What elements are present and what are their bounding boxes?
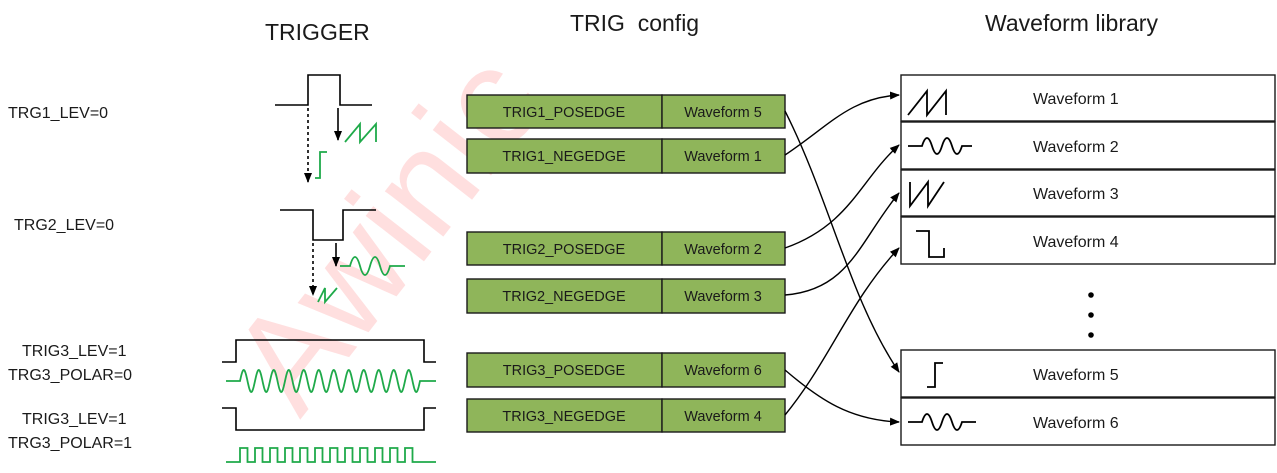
library-ellipsis xyxy=(1088,292,1094,338)
library-item-label: Waveform 6 xyxy=(1033,415,1119,432)
library-item-waveform-4: Waveform 4 xyxy=(900,216,1276,265)
connector-trig2-posedge-to-waveform-2 xyxy=(784,144,900,249)
header-trigger: TRIGGER xyxy=(265,19,370,45)
step-up-icon xyxy=(927,362,943,388)
config-waveform: Waveform 1 xyxy=(684,149,762,165)
header-waveform-library: Waveform library xyxy=(985,10,1158,36)
trig3b-level-label: TRIG3_LEV=1 xyxy=(22,411,127,428)
trig3b-level-signal xyxy=(222,407,436,463)
config-waveform: Waveform 4 xyxy=(684,409,762,425)
config-waveform: Waveform 6 xyxy=(684,363,762,379)
connector-trig1-negedge-to-waveform-1 xyxy=(784,91,900,156)
library-item-label: Waveform 3 xyxy=(1033,186,1119,203)
library-item-label: Waveform 1 xyxy=(1033,91,1119,108)
connector-trig2-negedge-to-waveform-3 xyxy=(784,192,900,296)
trig2-negedge-row: TRIG2_NEGEDGE Waveform 3 xyxy=(466,278,786,314)
trig3-posedge-row: TRIG3_POSEDGE Waveform 6 xyxy=(466,352,786,388)
config-trigger-name: TRIG2_NEGEDGE xyxy=(502,289,626,305)
trig2-posedge-row: TRIG2_POSEDGE Waveform 2 xyxy=(466,231,786,266)
trig3a-level-signal xyxy=(222,339,436,394)
trig1-negedge-row: TRIG1_NEGEDGE Waveform 1 xyxy=(466,138,786,174)
trg2-level-label: TRG2_LEV=0 xyxy=(14,217,114,234)
library-item-label: Waveform 5 xyxy=(1033,367,1119,384)
library-item-waveform-6: Waveform 6 xyxy=(900,397,1276,446)
sawtooth-up-icon xyxy=(907,88,947,118)
config-trigger-name: TRIG1_POSEDGE xyxy=(503,105,626,121)
trig3b-polar-label: TRG3_POLAR=1 xyxy=(8,435,132,452)
library-item-waveform-5: Waveform 5 xyxy=(900,349,1276,398)
trig2-pulse-signal xyxy=(280,209,405,305)
square-pulse-icon xyxy=(916,230,945,258)
trig3a-level-label: TRIG3_LEV=1 xyxy=(22,343,127,360)
library-item-waveform-1: Waveform 1 xyxy=(900,74,1276,122)
library-item-label: Waveform 2 xyxy=(1033,139,1119,156)
config-trigger-name: TRIG3_NEGEDGE xyxy=(502,409,626,425)
trig1-posedge-row: TRIG1_POSEDGE Waveform 5 xyxy=(466,94,786,129)
trg1-level-label: TRG1_LEV=0 xyxy=(8,105,108,122)
sine-burst-icon xyxy=(908,137,972,155)
library-item-waveform-3: Waveform 3 xyxy=(900,169,1276,217)
config-waveform: Waveform 2 xyxy=(684,242,762,258)
config-trigger-name: TRIG3_POSEDGE xyxy=(503,363,626,379)
config-trigger-name: TRIG2_POSEDGE xyxy=(503,242,626,258)
trig3a-polar-label: TRG3_POLAR=0 xyxy=(8,367,132,384)
header-trig-config: TRIG config xyxy=(570,10,699,36)
trig3-negedge-row: TRIG3_NEGEDGE Waveform 4 xyxy=(466,398,786,433)
library-item-label: Waveform 4 xyxy=(1033,234,1119,251)
sine-burst-icon xyxy=(908,413,976,431)
config-waveform: Waveform 3 xyxy=(684,289,762,305)
sawtooth-down-icon xyxy=(909,179,945,209)
connector-trig1-posedge-to-waveform-5 xyxy=(784,110,900,373)
library-item-waveform-2: Waveform 2 xyxy=(900,121,1276,170)
connector-trig3-negedge-to-waveform-4 xyxy=(784,247,900,416)
connector-trig3-posedge-to-waveform-6 xyxy=(784,369,900,426)
config-trigger-name: TRIG1_NEGEDGE xyxy=(502,149,626,165)
config-waveform: Waveform 5 xyxy=(684,105,762,121)
trig1-pulse-signal xyxy=(275,74,377,183)
